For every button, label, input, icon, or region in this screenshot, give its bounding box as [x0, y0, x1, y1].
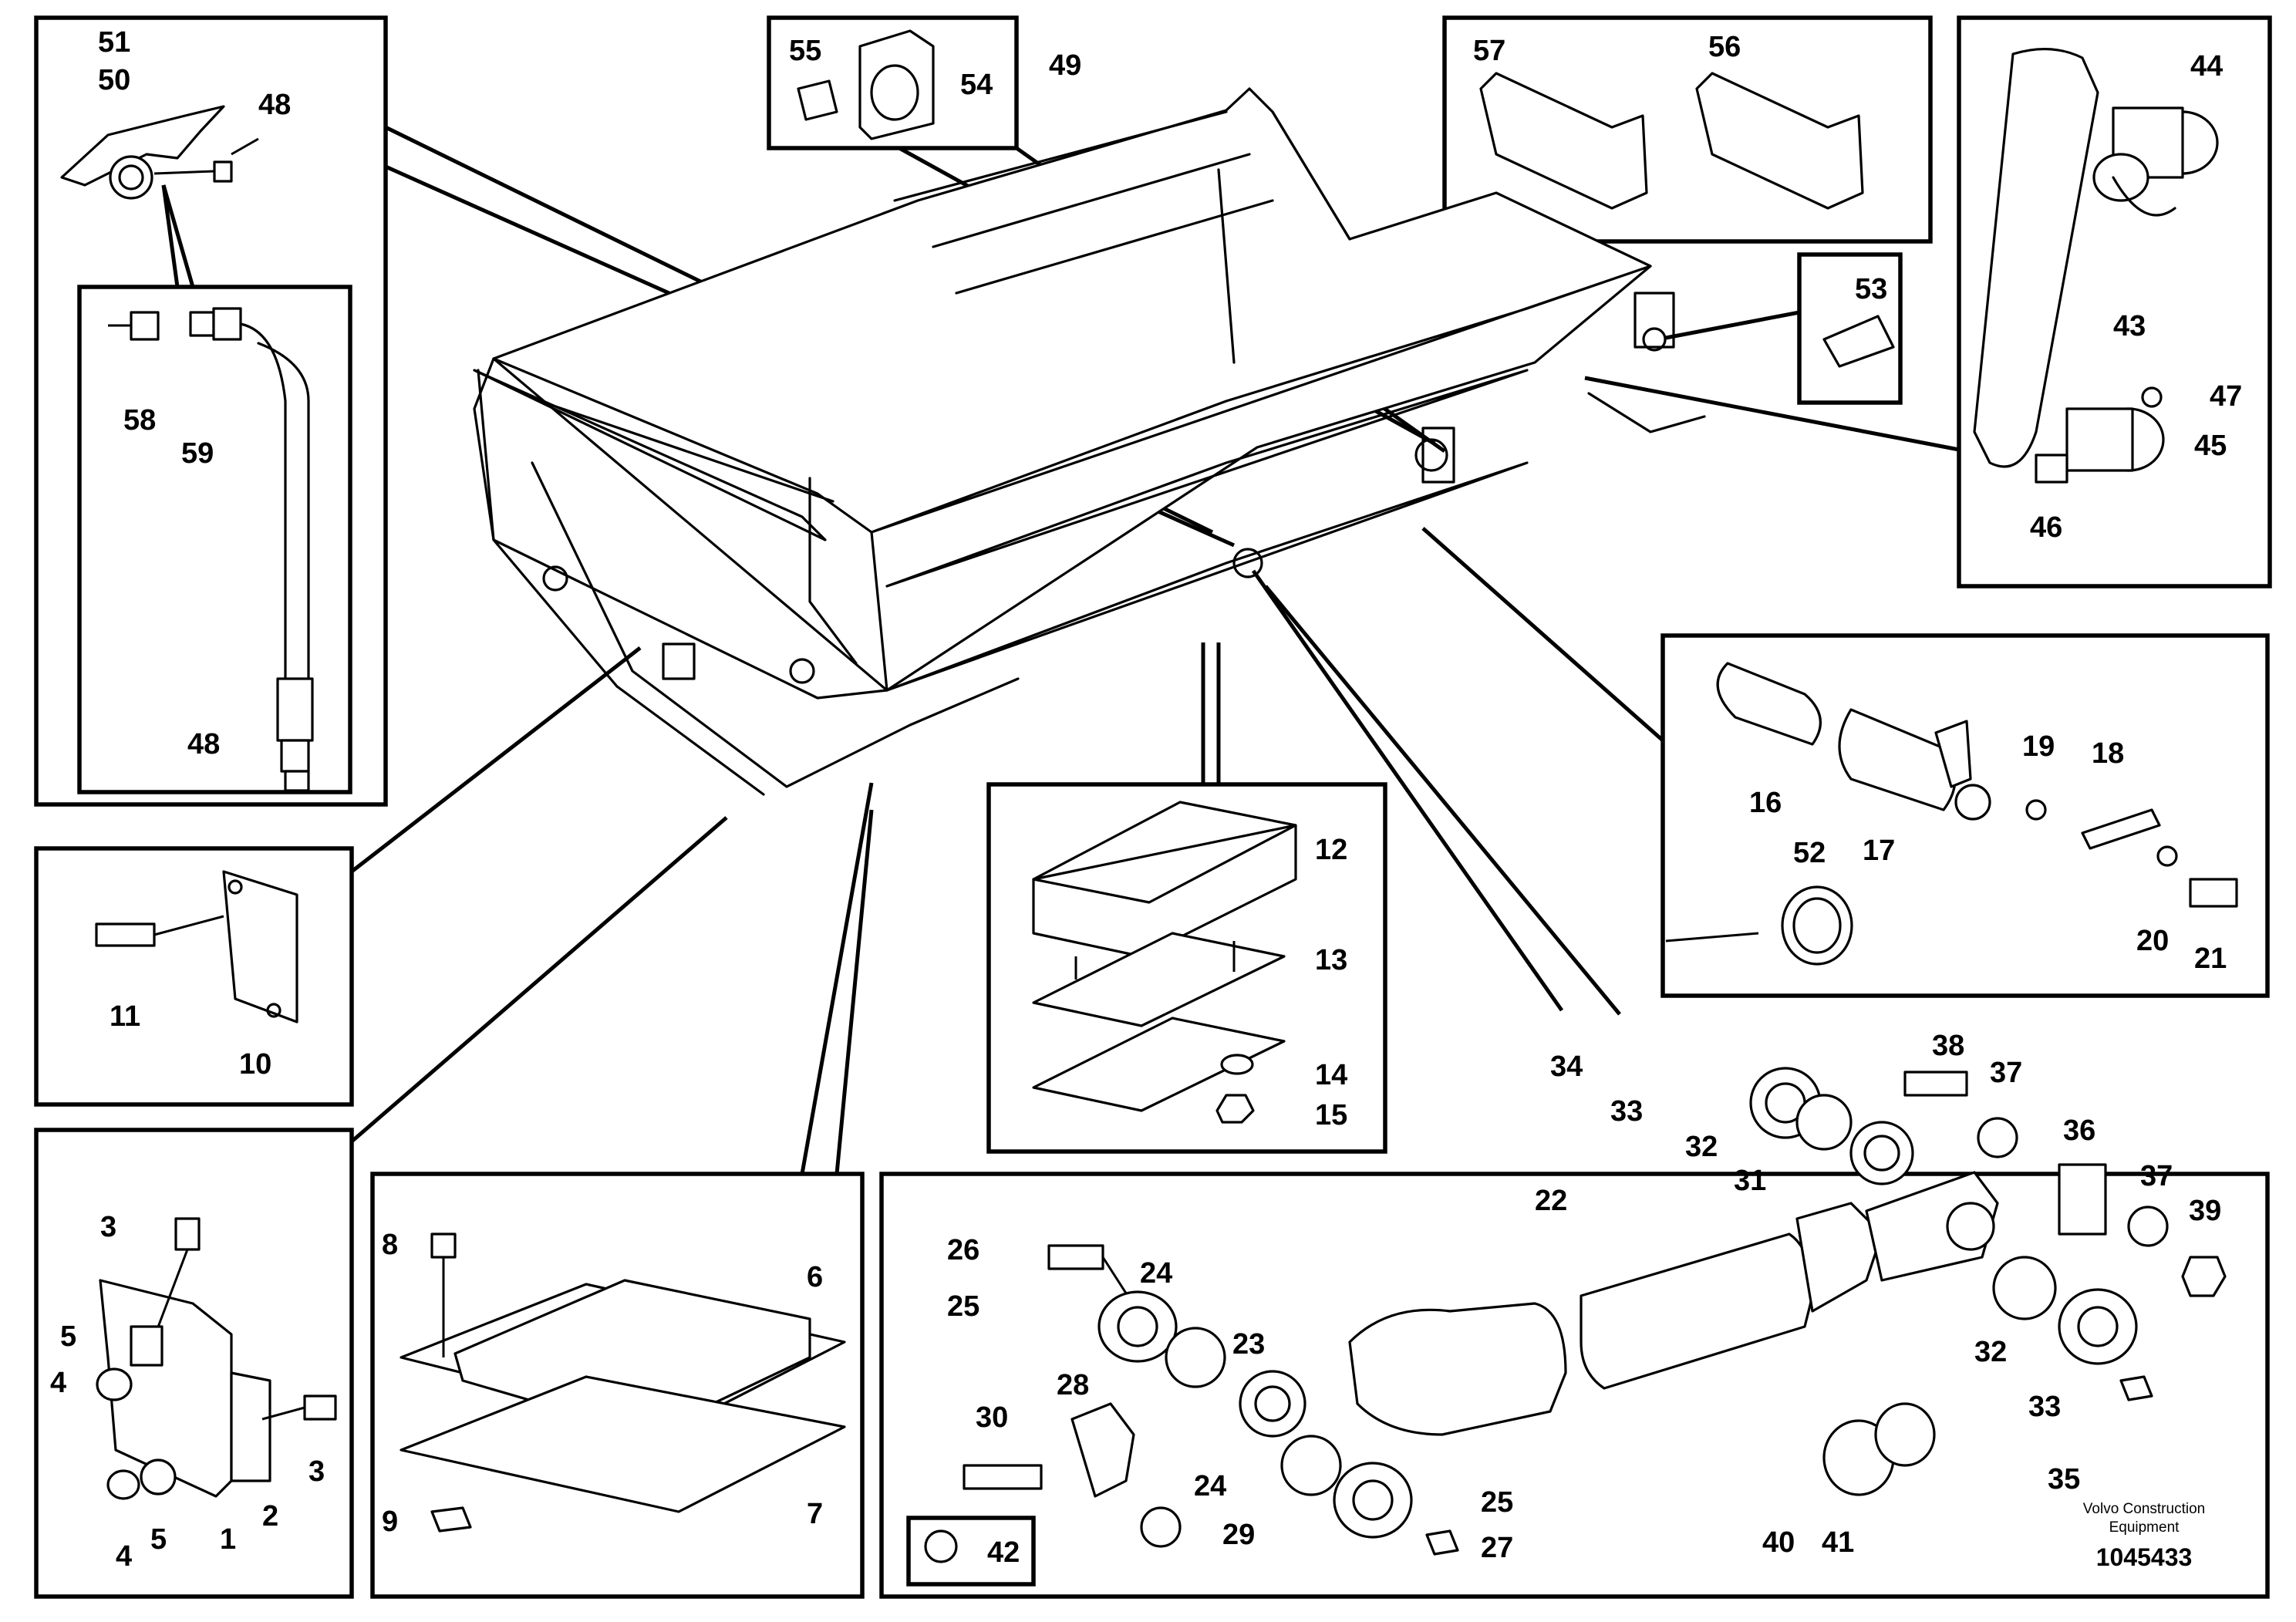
label-3: 3: [100, 1211, 116, 1243]
label-37: 37: [2140, 1160, 2173, 1192]
label-31: 31: [1734, 1165, 1766, 1197]
plate-group: [95, 870, 298, 1023]
label-6: 6: [807, 1261, 823, 1293]
label-33: 33: [1610, 1095, 1643, 1128]
bushing-group: [1716, 662, 2238, 966]
label-40: 40: [1762, 1526, 1795, 1559]
label-52: 52: [1793, 837, 1826, 869]
label-53: 53: [1855, 273, 1887, 305]
label-34: 34: [1550, 1050, 1583, 1083]
label-18: 18: [2092, 737, 2124, 770]
hose-assembly: [108, 307, 314, 792]
label-8: 8: [382, 1229, 398, 1261]
label-58: 58: [123, 404, 156, 437]
label-56: 56: [1708, 31, 1741, 63]
label-44: 44: [2190, 50, 2223, 83]
label-7: 7: [807, 1498, 823, 1530]
label-32: 32: [1685, 1131, 1718, 1163]
frame-plug: [1797, 252, 1903, 405]
label-21: 21: [2194, 943, 2227, 975]
label-36: 36: [2063, 1114, 2095, 1147]
label-33: 33: [2028, 1391, 2061, 1423]
label-2: 2: [262, 1500, 278, 1533]
label-22: 22: [1535, 1185, 1567, 1217]
label-17: 17: [1863, 835, 1895, 867]
label-43: 43: [2113, 310, 2146, 342]
label-46: 46: [2030, 511, 2062, 544]
small-parts-group: [797, 29, 1895, 368]
label-11: 11: [110, 1000, 140, 1033]
frame-pin-link: [1957, 15, 2272, 588]
label-32: 32: [1974, 1336, 2007, 1368]
label-50: 50: [98, 64, 130, 96]
frame-bushing: [1660, 633, 2270, 998]
cylinder-group: [924, 932, 2227, 1563]
label-25: 25: [947, 1290, 979, 1323]
link-group: [1973, 48, 2219, 484]
label-5: 5: [150, 1523, 167, 1556]
label-14: 14: [1315, 1059, 1347, 1091]
label-16: 16: [1749, 787, 1782, 819]
frame-cover: [370, 1172, 865, 1599]
label-54: 54: [960, 69, 993, 101]
frame-part-42: [906, 1516, 1036, 1587]
label-26: 26: [947, 1234, 979, 1266]
label-20: 20: [2136, 925, 2169, 957]
label-48: 48: [258, 89, 291, 121]
label-41: 41: [1822, 1526, 1854, 1559]
frame-fitting-inner: [77, 285, 352, 794]
label-1: 1: [220, 1523, 236, 1556]
drawing-number: 1045433: [2096, 1543, 2193, 1571]
label-28: 28: [1057, 1369, 1089, 1401]
label-57: 57: [1473, 35, 1505, 67]
frame-guards: [1442, 15, 1933, 244]
label-49: 49: [1049, 49, 1081, 82]
label-38: 38: [1932, 1030, 1964, 1062]
label-25: 25: [1481, 1486, 1513, 1519]
frame-pads: [986, 782, 1387, 1154]
brand-line-1: Volvo Construction: [2083, 1501, 2205, 1517]
frame-grease-hose: [34, 15, 388, 807]
label-48: 48: [187, 728, 220, 760]
part-number-labels: 51 50 48 58 59 48 55 54 49 57 56 53 44 4…: [50, 26, 2242, 1573]
label-59: 59: [181, 437, 214, 470]
label-5: 5: [60, 1320, 76, 1353]
label-24: 24: [1140, 1257, 1172, 1290]
label-3: 3: [308, 1455, 325, 1488]
label-23: 23: [1232, 1328, 1265, 1361]
label-19: 19: [2022, 730, 2055, 763]
label-51: 51: [98, 26, 130, 59]
label-24: 24: [1194, 1470, 1226, 1502]
label-45: 45: [2194, 430, 2227, 462]
label-9: 9: [382, 1506, 398, 1538]
grease-nipple-group: [60, 105, 259, 200]
brand-line-2: Equipment: [2109, 1519, 2180, 1536]
pads-group: [1032, 801, 1297, 1124]
dump-body: [473, 87, 1706, 796]
label-10: 10: [239, 1048, 271, 1081]
frame-bracket: [34, 1128, 354, 1599]
cover-group: [400, 1233, 846, 1533]
label-15: 15: [1315, 1099, 1347, 1131]
label-47: 47: [2210, 380, 2242, 413]
label-29: 29: [1222, 1519, 1255, 1551]
label-39: 39: [2189, 1195, 2221, 1227]
label-42: 42: [987, 1536, 1020, 1569]
frame-plate: [34, 846, 354, 1107]
detail-frames: [34, 15, 2272, 1599]
label-27: 27: [1481, 1532, 1513, 1564]
label-35: 35: [2048, 1463, 2080, 1496]
bracket-group: [96, 1217, 337, 1500]
label-37: 37: [1990, 1057, 2022, 1089]
label-4: 4: [116, 1540, 132, 1573]
label-30: 30: [976, 1401, 1008, 1434]
frame-cylinder: [879, 1172, 2270, 1599]
label-55: 55: [789, 35, 821, 67]
label-13: 13: [1315, 944, 1347, 976]
label-12: 12: [1315, 834, 1347, 866]
footer: Volvo Construction Equipment 1045433: [2083, 1501, 2205, 1571]
label-4: 4: [50, 1367, 66, 1399]
